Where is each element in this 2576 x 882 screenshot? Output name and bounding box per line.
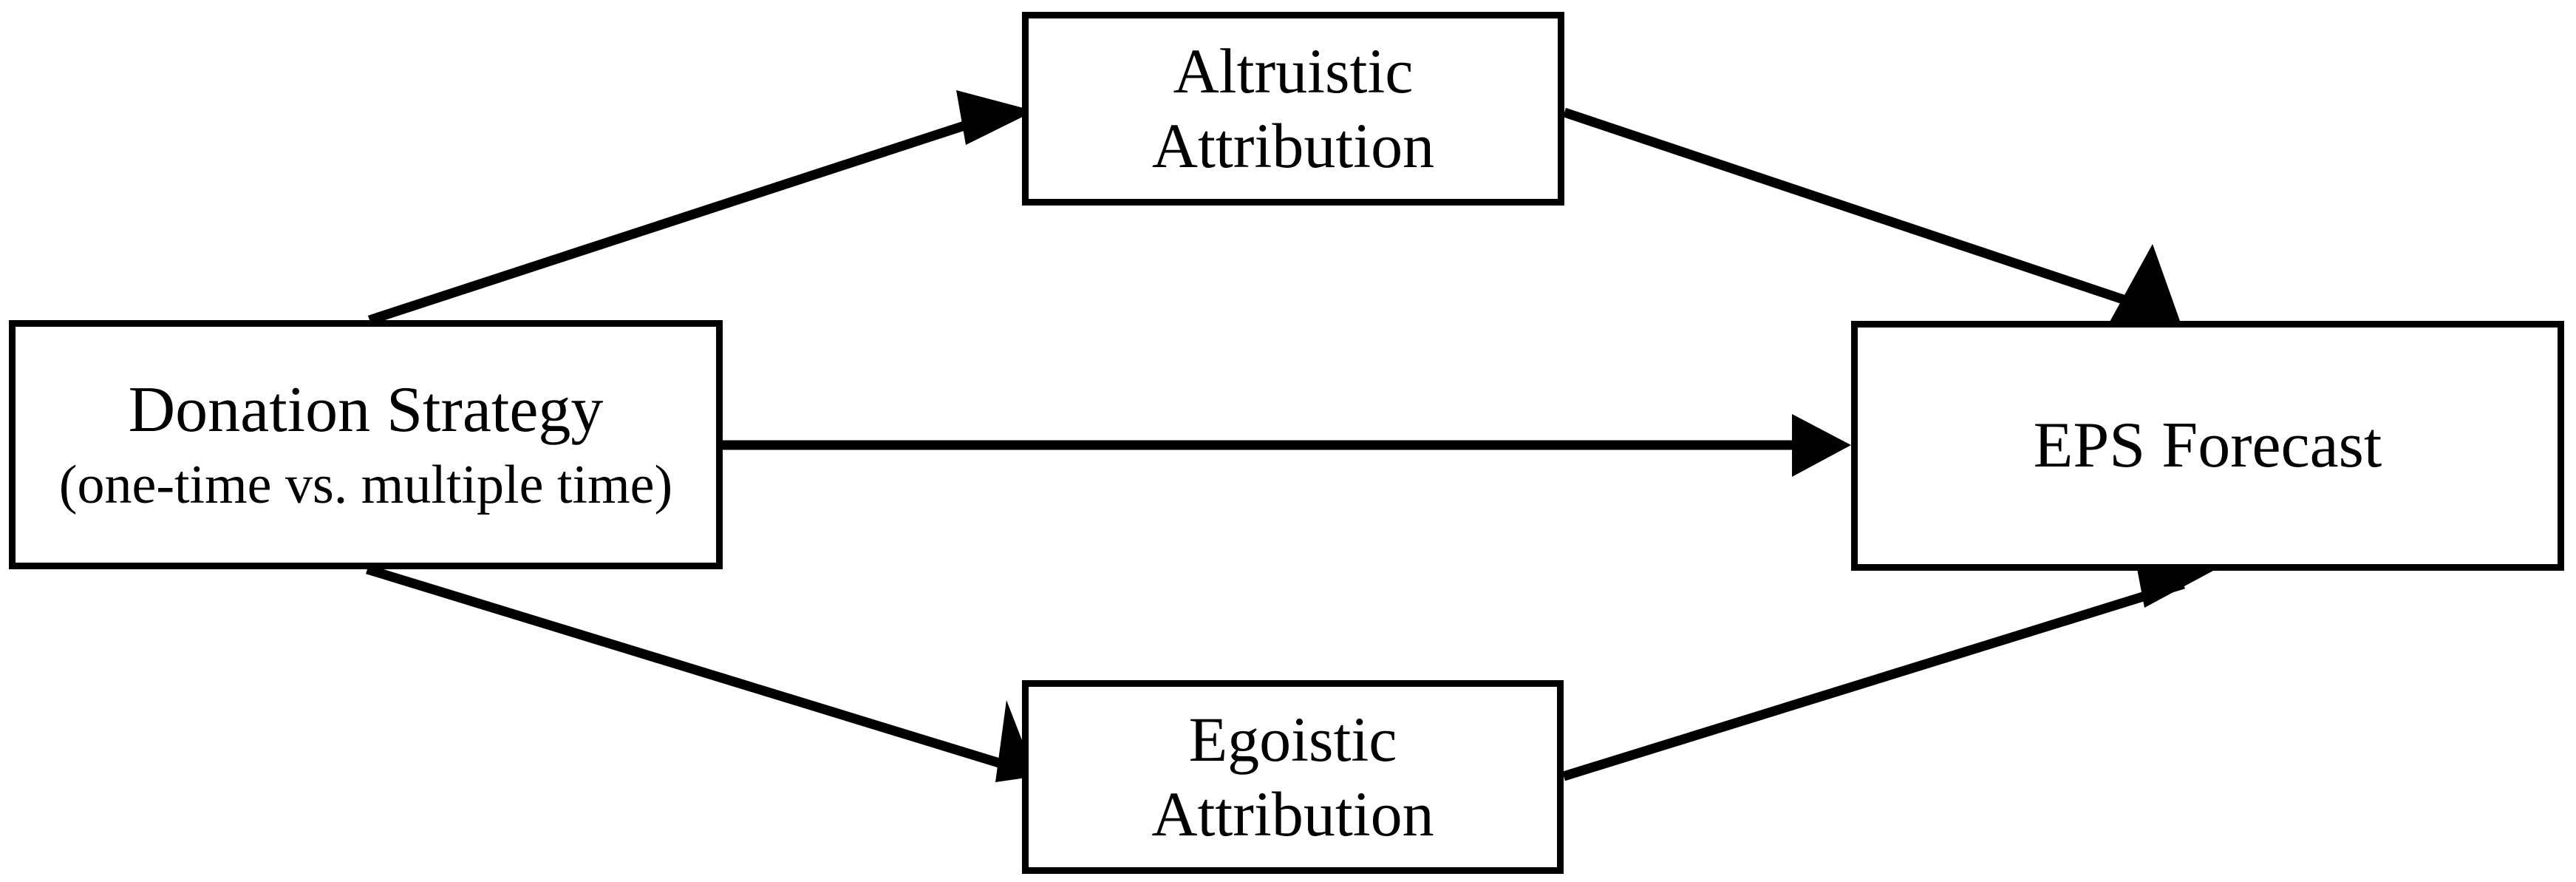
node-eps-forecast-label: EPS Forecast [2033,410,2382,482]
node-eps-forecast[interactable]: EPS Forecast [1851,321,2564,571]
node-donation-strategy-sublabel: (one-time vs. multiple time) [58,454,673,515]
node-egoistic-attribution-label-line2: Attribution [1151,778,1434,849]
edge-egoistic-to-eps [1562,553,2213,781]
node-altruistic-attribution[interactable]: Altruistic Attribution [1022,12,1564,206]
node-donation-strategy[interactable]: Donation Strategy (one-time vs. multiple… [9,320,723,569]
node-donation-strategy-label: Donation Strategy [128,373,604,446]
edge-donation-to-eps [723,414,1851,477]
edge-donation-to-altruistic [367,90,1035,325]
node-altruistic-attribution-label-line1: Altruistic [1173,35,1414,106]
edge-altruistic-to-eps [1562,107,2180,323]
node-altruistic-attribution-label-line2: Attribution [1151,110,1435,181]
node-egoistic-attribution[interactable]: Egoistic Attribution [1022,680,1564,874]
node-egoistic-attribution-label-line1: Egoistic [1188,703,1397,775]
edge-donation-to-egoistic [366,564,1036,782]
